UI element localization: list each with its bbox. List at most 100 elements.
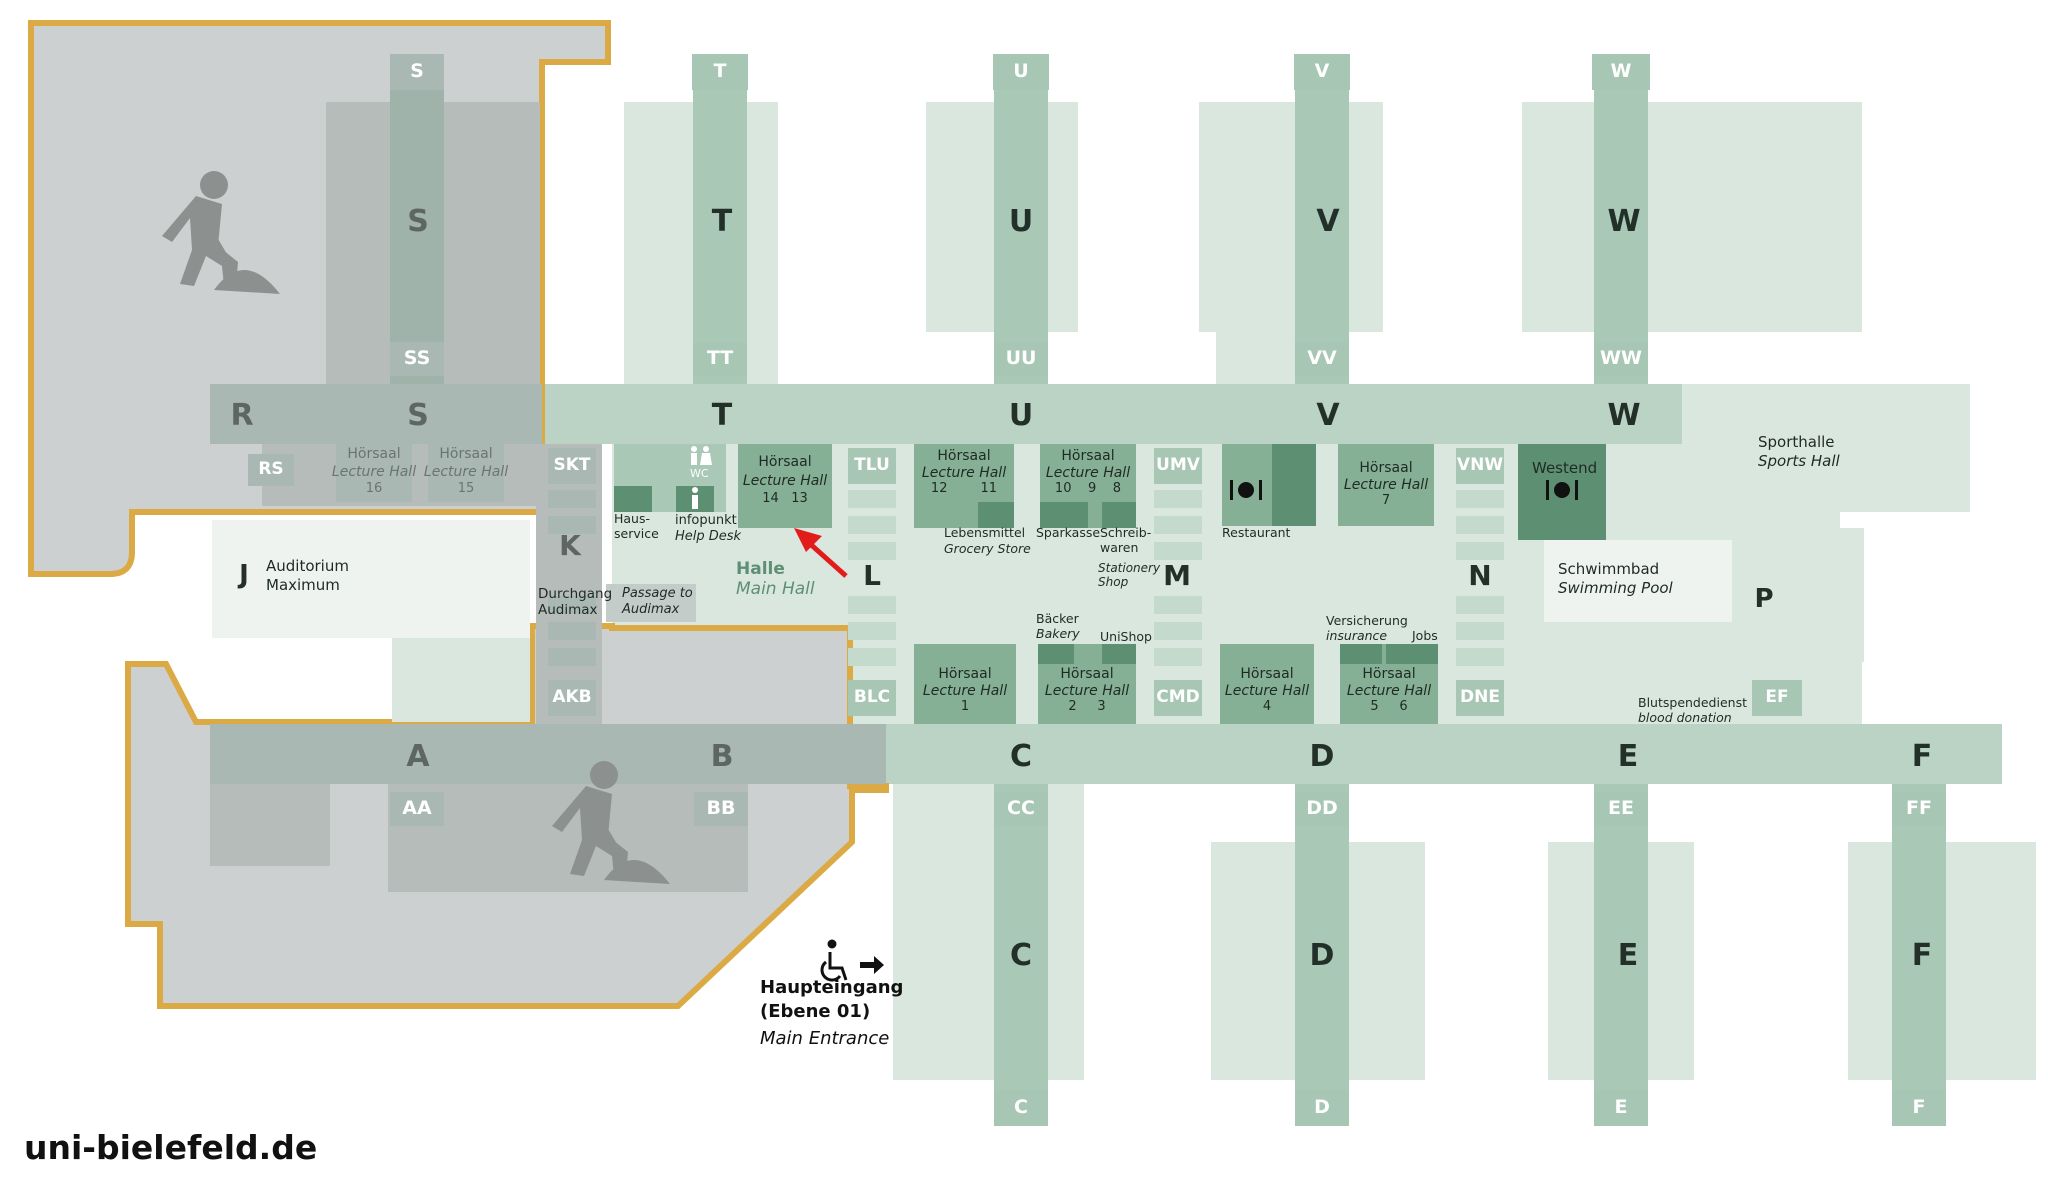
sparkasse-label: Sparkasse	[1036, 525, 1101, 540]
help-desk-label: Help Desk	[675, 529, 742, 544]
axis-tag-vnw: VNW	[1456, 455, 1504, 476]
restaurant-icon	[1546, 480, 1578, 500]
passage-en-2: Audimax	[622, 602, 680, 617]
westend-label: Westend	[1532, 459, 1598, 477]
rooms	[336, 444, 1606, 724]
axis-tag-skt: SKT	[553, 455, 591, 476]
building-label-p: P	[1754, 584, 1774, 615]
construction-worker-icon	[162, 171, 280, 294]
sparkasse-dark	[1040, 502, 1088, 528]
hall-1-title: Hörsaal	[938, 666, 992, 682]
hall-2-3-sub: Lecture Hall	[1044, 683, 1130, 699]
axis-tag-umv: UMV	[1156, 455, 1200, 476]
hall-12-11-sub: Lecture Hall	[921, 465, 1007, 481]
corridor-label-a: A	[406, 738, 430, 774]
corridor-label-r: R	[230, 397, 254, 433]
axis-tag-vv: VV	[1307, 347, 1337, 370]
hall-1-num: 1	[960, 699, 970, 714]
insurance-en: insurance	[1326, 628, 1388, 643]
restaurant-dark	[1272, 444, 1316, 526]
bakery-de: Bäcker	[1036, 611, 1079, 626]
hall-12-11-num: 12 11	[930, 481, 998, 496]
entrance-title: Haupteingang	[760, 977, 904, 998]
wheelchair-icon	[820, 939, 848, 982]
restaurant-icon	[1230, 480, 1262, 500]
main-hall-de: Halle	[736, 559, 785, 579]
insurance-dark	[1340, 644, 1382, 664]
building-label-m: M	[1163, 558, 1191, 592]
building-label-k: K	[559, 528, 581, 562]
hall-2-3-num: 2 3	[1068, 699, 1106, 714]
axis-tag-ww: WW	[1600, 347, 1642, 370]
wc-icon	[691, 446, 712, 465]
hall-7	[1338, 444, 1434, 526]
building-label-j: J	[239, 560, 249, 591]
spine-u	[994, 54, 1048, 384]
hall-12-11-title: Hörsaal	[937, 448, 991, 464]
arrow-right-icon	[860, 956, 884, 974]
axis-tag-e-bottom: E	[1614, 1096, 1628, 1119]
main-hall-en: Main Hall	[736, 579, 815, 599]
south-wings	[893, 780, 2036, 1080]
hall-7-num: 7	[1381, 493, 1391, 508]
axis-tag-w: W	[1610, 60, 1632, 83]
pool-en: Swimming Pool	[1558, 579, 1673, 597]
corridor-label-b: B	[710, 738, 734, 774]
axis-tag-shapes	[248, 54, 1946, 1126]
stationery-de-1: Schreib-	[1100, 525, 1152, 540]
spine-e	[1594, 784, 1648, 1126]
axis-tag-t: T	[713, 60, 727, 83]
corridor-rs-grey	[210, 384, 542, 444]
axis-tag-tt: TT	[706, 347, 734, 370]
axis-tag-cmd: CMD	[1156, 687, 1200, 708]
entrance-sub: Main Entrance	[760, 1028, 890, 1049]
hall-4-num: 4	[1262, 699, 1272, 714]
hall-5-6-title: Hörsaal	[1362, 666, 1416, 682]
hall-14-13-title: Hörsaal	[758, 454, 812, 470]
stationery-dark	[1102, 502, 1136, 528]
axis-tag-v: V	[1314, 60, 1330, 83]
axis-tag-ss: SS	[403, 347, 431, 370]
corridor-label-e: E	[1617, 738, 1639, 774]
blood-en: blood donation	[1638, 710, 1732, 725]
hausservice-1: Haus-	[614, 511, 651, 526]
axis-tag-ff: FF	[1906, 797, 1932, 820]
entrance-level: (Ebene 01)	[760, 1001, 871, 1022]
building-label-t: T	[711, 203, 733, 239]
sports-hall-de: Sporthalle	[1758, 433, 1835, 451]
axis-tag-ef: EF	[1765, 687, 1789, 708]
unishop-dark	[1102, 644, 1136, 664]
stationery-en-1: Stationery	[1098, 561, 1161, 575]
hall-4-title: Hörsaal	[1240, 666, 1294, 682]
hall-16-num: 16	[365, 481, 383, 496]
wc-label: WC	[690, 467, 709, 480]
corridor-label-d: D	[1309, 738, 1335, 774]
hall-15-sub: Lecture Hall	[423, 464, 509, 480]
north-wings	[624, 102, 1862, 384]
axis-tag-s: S	[410, 60, 424, 83]
info-icon	[692, 487, 698, 509]
axis-tag-uu: UU	[1005, 347, 1037, 370]
axis-tag-dne: DNE	[1460, 687, 1500, 708]
building-label-u: U	[1008, 203, 1034, 239]
grocery-dark	[978, 502, 1014, 528]
spine-c	[994, 784, 1048, 1126]
corridor-label-c: C	[1009, 738, 1033, 774]
grocery-en: Grocery Store	[944, 541, 1031, 556]
axis-tag-akb: AKB	[552, 687, 592, 708]
axis-tag-aa: AA	[402, 797, 432, 820]
axis-tag-dd: DD	[1306, 797, 1338, 820]
hall-14-13-sub: Lecture Hall	[742, 473, 828, 489]
unishop-label: UniShop	[1100, 629, 1152, 644]
website-logo[interactable]: uni-bielefeld.de	[24, 1128, 318, 1167]
hall-14-13-num: 14 13	[762, 491, 808, 506]
sports-hall-box	[1722, 384, 1970, 512]
passage-box	[606, 584, 696, 622]
building-label-n: N	[1468, 558, 1492, 592]
corridor-label-s: S	[407, 397, 429, 433]
corridor-label-u: U	[1008, 397, 1034, 433]
location-arrow	[794, 528, 848, 578]
spine-d	[1295, 784, 1349, 1126]
hall-14-13	[738, 444, 832, 528]
